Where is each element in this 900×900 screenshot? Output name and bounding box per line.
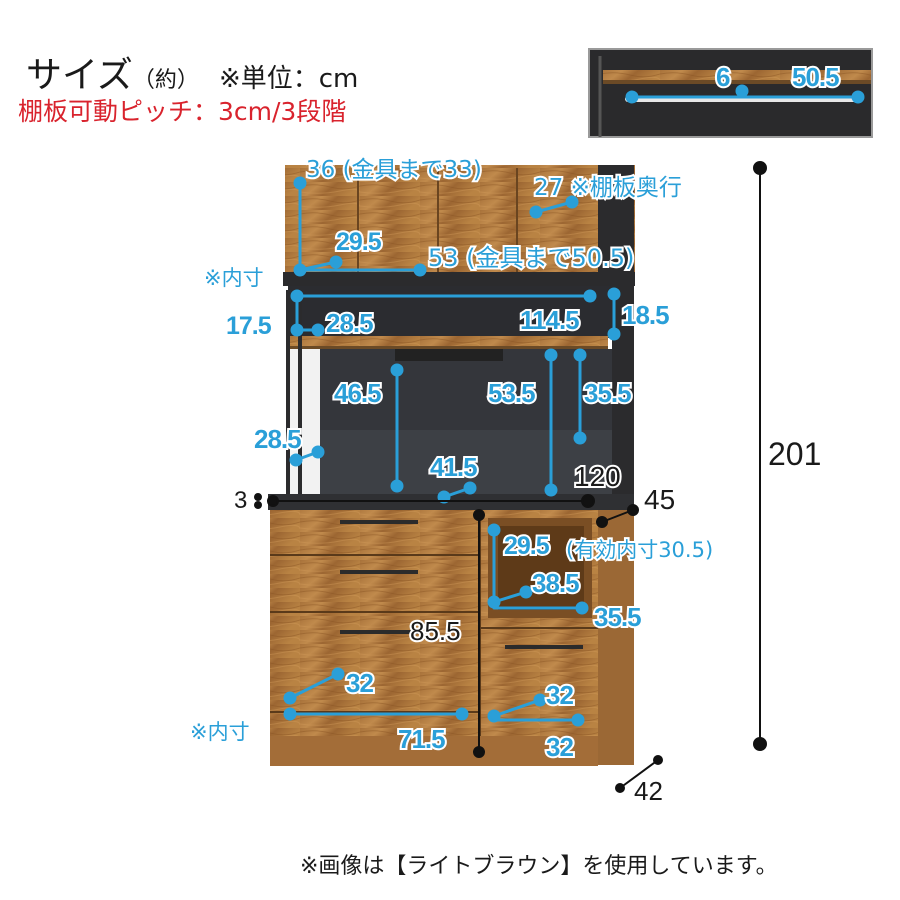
counter-height-label: 85.5 <box>408 614 463 648</box>
inset-dim-a: 6 <box>714 60 733 94</box>
open-shelf-height-left-label: 17.5 <box>224 310 274 342</box>
upper-inner-width-label: 53 (金具まで50.5) <box>426 242 636 274</box>
height-left-label: 46.5 <box>332 376 384 410</box>
lower-inner-note: ※内寸 <box>190 720 250 744</box>
shelf-pitch-note: 棚板可動ピッチ：3cm/3段階 <box>18 97 347 126</box>
upper-cabinet <box>283 165 635 286</box>
dimension-lines <box>283 84 865 727</box>
right-drawer-width-label: 32 <box>544 730 576 764</box>
top-thickness-label: 3 <box>232 485 249 516</box>
shelf-depth-label: 27 ※棚板奥行 <box>532 173 684 203</box>
footer-note: ※画像は【ライトブラウン】を使用しています。 <box>300 854 778 879</box>
title-text: サイズ <box>26 55 133 96</box>
height-right-label: 35.5 <box>582 376 634 410</box>
page-title: サイズ（約） ※単位：cm <box>26 46 358 98</box>
open-width-label: 114.5 <box>518 303 582 337</box>
total-width-label: 120 <box>572 459 623 494</box>
niche-depth-note: (有効内寸30.5) <box>564 536 715 564</box>
unit-label: ※単位：cm <box>218 64 359 94</box>
base-depth-label: 42 <box>632 774 665 808</box>
side-depth-label: 28.5 <box>252 422 304 456</box>
height-center-label: 53.5 <box>486 376 538 410</box>
niche-depth-label: 29.5 <box>502 530 552 562</box>
counter-depth-label: 41.5 <box>428 450 480 484</box>
niche-width-label: 38.5 <box>530 566 582 600</box>
left-drawer-depth-label: 32 <box>344 666 376 700</box>
upper-inner-depth-label: 29.5 <box>334 226 384 258</box>
door-width-label: 36 (金具まで33) <box>304 155 484 185</box>
open-height-right-label: 18.5 <box>620 298 672 332</box>
overall-dimension-lines <box>254 161 767 793</box>
total-height-label: 201 <box>766 434 823 474</box>
inset-dim-b: 50.5 <box>790 60 842 94</box>
middle-panel <box>286 286 634 496</box>
total-depth-label: 45 <box>642 482 677 517</box>
open-shelf-depth-label: 28.5 <box>324 306 376 340</box>
title-note: （約） <box>132 68 199 93</box>
right-drawer-depth-label: 32 <box>544 678 576 712</box>
niche-depth-2-label: 35.5 <box>592 600 644 634</box>
left-drawer-width-label: 71.5 <box>396 722 448 756</box>
upper-inner-note: ※内寸 <box>204 266 264 290</box>
